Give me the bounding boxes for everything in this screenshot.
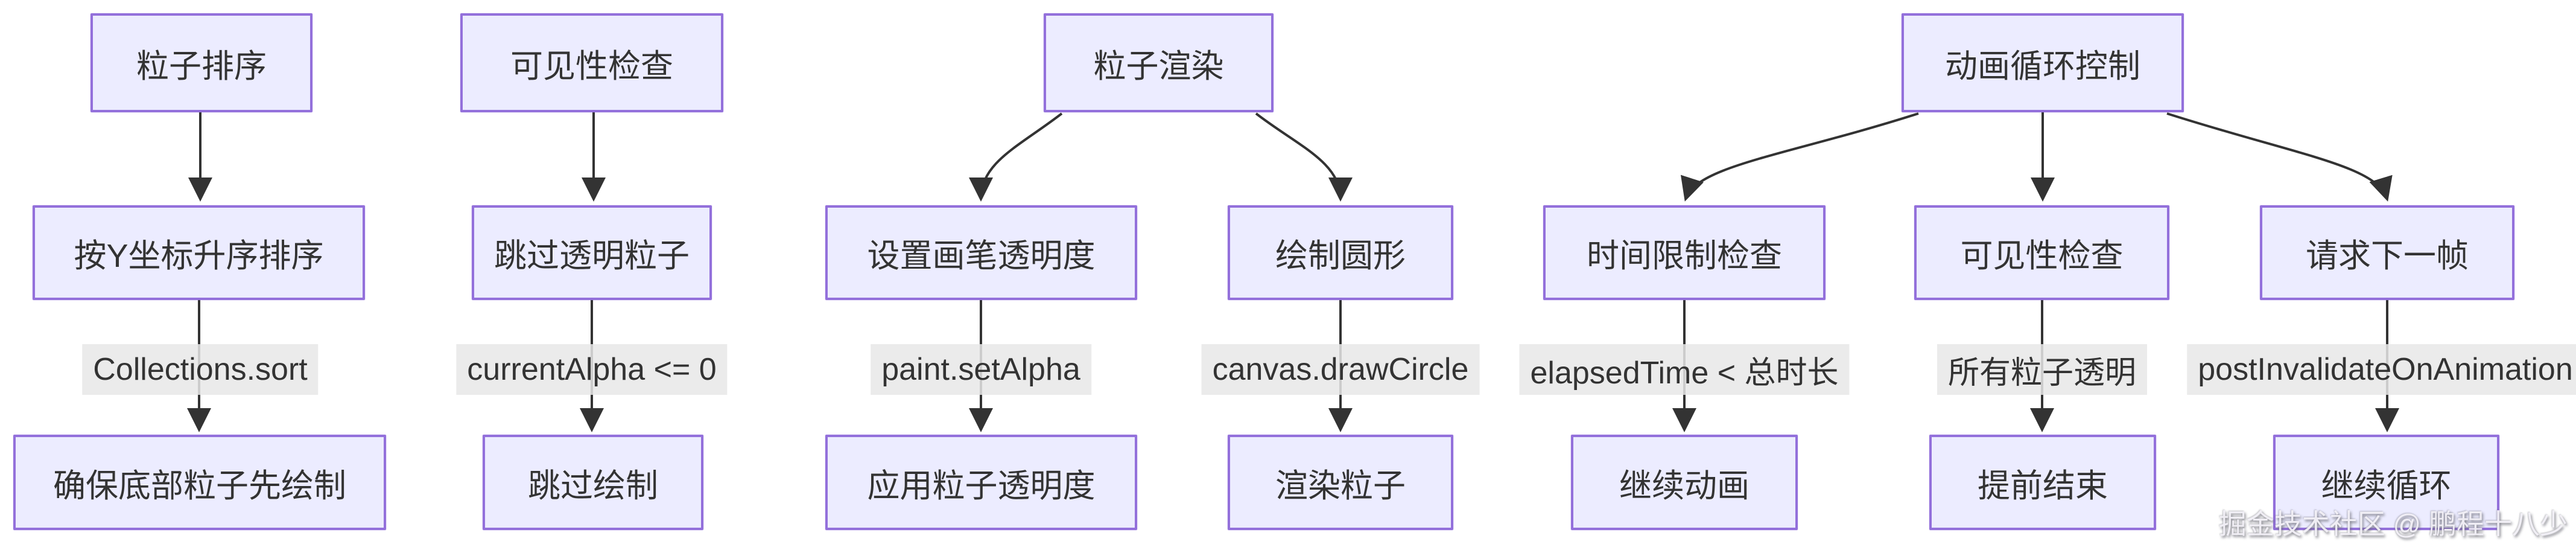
node-animation-loop-control: 动画循环控制 (1902, 13, 2184, 112)
edge-label-post-invalidate: postInvalidateOnAnimation (2187, 344, 2576, 395)
node-particle-rendering: 粒子渲染 (1044, 13, 1274, 112)
edge-label-current-alpha: currentAlpha <= 0 (456, 344, 728, 395)
edge-loop-control-to-request-frame (2166, 112, 2393, 202)
node-request-next-frame: 请求下一帧 (2260, 205, 2514, 300)
node-draw-circle: 绘制圆形 (1228, 205, 1453, 300)
node-skip-transparent-particles: 跳过透明粒子 (472, 205, 712, 300)
node-sort-by-y-ascending: 按Y坐标升序排序 (33, 205, 365, 300)
edge-label-canvas-draw-circle: canvas.drawCircle (1201, 344, 1480, 395)
node-end-early: 提前结束 (1929, 435, 2156, 530)
edge-loop-control-to-time-limit (1681, 112, 1919, 202)
edge-label-elapsed-time: elapsedTime < 总时长 (1519, 344, 1850, 395)
node-set-paint-alpha: 设置画笔透明度 (825, 205, 1137, 300)
edge-label-all-particles-transparent: 所有粒子透明 (1937, 344, 2148, 395)
node-time-limit-check: 时间限制检查 (1543, 205, 1826, 300)
node-visibility-check: 可见性检查 (460, 13, 723, 112)
node-particle-sorting: 粒子排序 (90, 13, 312, 112)
node-skip-drawing: 跳过绘制 (483, 435, 703, 530)
edge-label-paint-set-alpha: paint.setAlpha (871, 344, 1091, 395)
watermark: 掘金技术社区 @ 鹏程十八少 (2218, 508, 2568, 540)
edge-rendering-to-set-paint-alpha (969, 112, 1063, 202)
node-continue-animation: 继续动画 (1571, 435, 1798, 530)
edge-rendering-to-draw-circle (1255, 112, 1353, 202)
node-visibility-check-2: 可见性检查 (1914, 205, 2169, 300)
node-ensure-bottom-particles-drawn-first: 确保底部粒子先绘制 (13, 435, 386, 530)
node-apply-particle-alpha: 应用粒子透明度 (825, 435, 1137, 530)
node-continue-loop: 继续循环 (2273, 435, 2499, 530)
edge-label-collections-sort: Collections.sort (82, 344, 319, 395)
node-render-particle: 渲染粒子 (1228, 435, 1453, 530)
